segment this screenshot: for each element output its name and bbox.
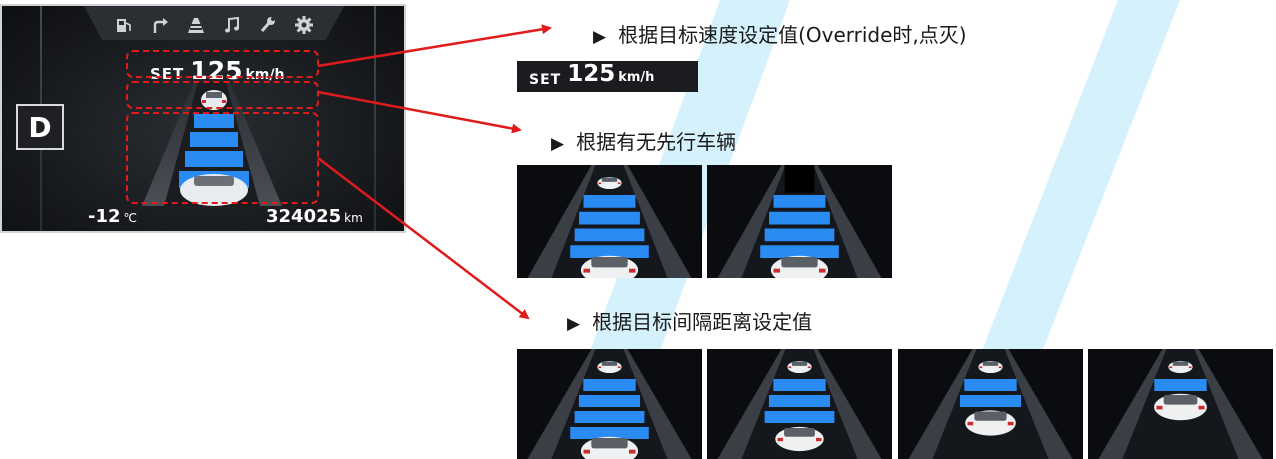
lead-vehicle-icon [201,90,227,110]
distance-bar [578,395,641,407]
distance-bar [194,114,234,128]
odometer-value: 324025 [266,206,342,227]
set-badge-label: SET [529,72,562,88]
annotation-speed: ▶ 根据目标速度设定值(Override时,点灭) [593,19,967,48]
bullet-triangle-icon: ▶ [567,314,581,334]
panel-with-lead-vehicle [517,165,702,278]
turn-right-arrow-icon [150,15,170,35]
road-icon [186,15,206,35]
distance-bar [583,379,636,391]
distance-bar [583,195,636,208]
own-vehicle-icon [580,436,639,459]
annotation-presence: ▶ 根据有无先行车辆 [551,126,736,155]
own-vehicle-icon [770,255,829,278]
distance-bar [185,151,243,167]
lead-vehicle-icon [1168,360,1193,374]
own-vehicle-icon [1154,393,1207,421]
distance-bar [773,379,826,391]
lead-vehicle-icon [597,176,622,190]
panel-gap-2 [898,349,1083,459]
distance-bar [959,395,1022,407]
odometer-unit: km [344,211,363,225]
panel-gap-1 [1088,349,1273,459]
speed-unit: km/h [245,67,285,83]
distance-bar [760,245,839,258]
distance-bar [574,411,645,423]
fuel-pump-icon [114,15,134,35]
set-badge-value: 125 [567,61,616,87]
bullet-triangle-icon: ▶ [551,134,565,154]
distance-bar [764,411,835,423]
lead-vehicle-highlight-box [126,81,319,109]
bullet-triangle-icon: ▶ [593,27,607,47]
right-gauge-line [374,6,376,231]
own-vehicle-icon [580,255,639,278]
lead-vehicle-icon [597,360,622,374]
set-speed-value: 125 [190,56,243,85]
panel-without-lead-vehicle [707,165,892,278]
distance-bar [1154,379,1207,391]
own-vehicle-icon [965,410,1016,436]
gear-indicator: D [16,104,64,150]
empty-lead-slot [784,165,815,193]
own-vehicle-icon [775,426,824,452]
own-vehicle-icon [180,174,248,206]
distance-bar [964,379,1017,391]
panel-gap-4 [517,349,702,459]
wrench-icon [258,15,278,35]
distance-bar [773,195,826,208]
temperature-value: -12 [88,206,121,227]
distance-bar [579,211,640,225]
distance-bar [574,228,645,242]
distance-bar [570,245,649,258]
distance-bar [570,427,649,439]
speed-highlight-box [126,50,319,78]
panel-gap-3 [707,349,892,459]
set-label: SET [150,65,185,83]
annotation-presence-text: 根据有无先行车辆 [576,130,737,154]
music-note-icon [222,15,242,35]
distance-bar [764,228,835,242]
lead-vehicle-icon [787,360,812,374]
lead-vehicle-icon [978,360,1003,374]
outside-temperature: -12℃ [88,206,137,227]
distance-bar [768,395,831,407]
distance-bar [769,211,830,225]
temperature-unit: ℃ [123,211,138,225]
distance-bar [190,132,238,147]
gear-settings-icon [294,15,314,35]
annotation-gap-text: 根据目标间隔距离设定值 [592,310,813,334]
distance-highlight-box [126,112,319,204]
cluster-road-graphic [142,82,282,206]
annotation-gap: ▶ 根据目标间隔距离设定值 [567,306,812,335]
set-badge-unit: km/h [618,70,655,85]
annotation-speed-text: 根据目标速度设定值(Override时,点灭) [618,23,967,47]
top-icon-row [114,14,314,36]
